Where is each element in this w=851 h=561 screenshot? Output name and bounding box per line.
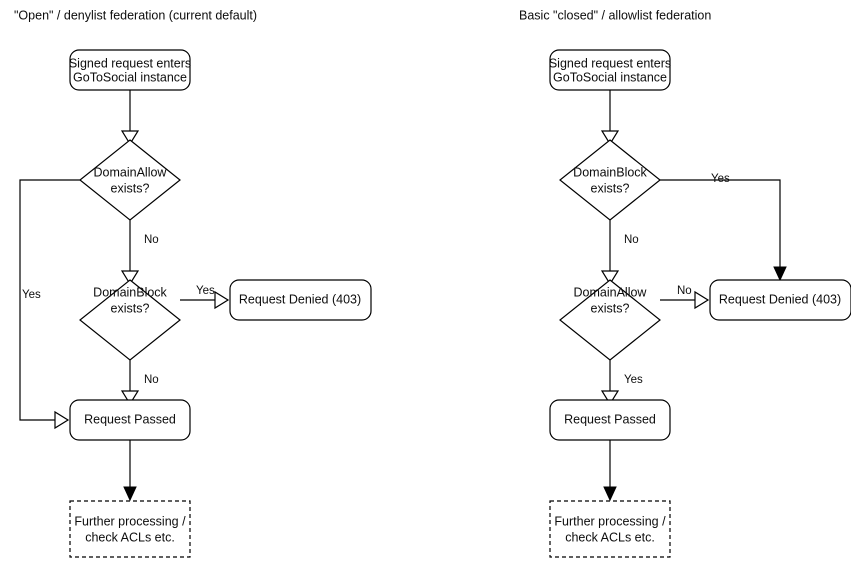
further-processing-left-line1: Further processing /: [74, 514, 186, 528]
further-processing-node-left: [69, 500, 191, 558]
arrowhead-domainallow-yes-right: [600, 390, 620, 406]
decision-domainblock-right: [559, 139, 661, 221]
further-processing-left-line2: check ACLs etc.: [85, 530, 175, 544]
decision-domainallow-left: [79, 139, 181, 221]
request-passed-label-left: Request Passed: [84, 412, 176, 426]
edge-domainblock-yes-right: [660, 179, 781, 271]
panel-open-denylist: "Open" / denylist federation (current de…: [14, 8, 372, 558]
arrowhead-domainblock-no-right: [600, 270, 620, 286]
arrowhead-entry-to-decision1-right: [600, 130, 620, 146]
request-denied-node-left: [229, 279, 372, 321]
panel-title-left: "Open" / denylist federation (current de…: [14, 8, 257, 22]
edge-label-domainallow-no-left: No: [144, 234, 159, 246]
entry-node-right-line2: GoToSocial instance: [553, 70, 667, 84]
request-denied-label-right: Request Denied (403): [719, 292, 841, 306]
arrowhead-domainblock-yes-right: [773, 266, 787, 282]
decision-domainallow-left-line2: exists?: [111, 181, 150, 195]
arrowhead-domainallow-yes-left: [54, 410, 70, 430]
edge-label-domainblock-yes-left: Yes: [196, 285, 215, 297]
arrowhead-domainallow-no-right: [694, 290, 710, 310]
edge-label-domainallow-no-right: No: [677, 285, 692, 297]
decision-domainblock-left-line1: DomainBlock: [93, 285, 167, 299]
edge-label-domainallow-yes-right: Yes: [624, 374, 643, 386]
decision-domainallow-right-line2: exists?: [591, 301, 630, 315]
edge-label-domainallow-yes-left: Yes: [22, 289, 41, 301]
entry-node-left-line2: GoToSocial instance: [73, 70, 187, 84]
request-denied-label-left: Request Denied (403): [239, 292, 361, 306]
entry-node-left-line1: Signed request enters: [69, 56, 191, 70]
arrowhead-passed-to-further-right: [603, 486, 617, 502]
edge-domainallow-yes-left: [19, 179, 80, 421]
entry-node-right-line1: Signed request enters: [549, 56, 671, 70]
request-denied-node-right: [709, 279, 851, 321]
panel-title-right: Basic "closed" / allowlist federation: [519, 8, 711, 22]
edge-label-domainblock-no-left: No: [144, 374, 159, 386]
arrowhead-passed-to-further-left: [123, 486, 137, 502]
edge-label-domainblock-yes-right: Yes: [711, 173, 730, 185]
arrowhead-domainblock-no-left: [120, 390, 140, 406]
further-processing-node-right: [549, 500, 671, 558]
decision-domainblock-right-line2: exists?: [591, 181, 630, 195]
panel-closed-allowlist: Basic "closed" / allowlist federation Si…: [519, 8, 851, 558]
decision-domainblock-left-line2: exists?: [111, 301, 150, 315]
arrowhead-domainallow-no-left: [120, 270, 140, 286]
request-passed-label-right: Request Passed: [564, 412, 656, 426]
arrowhead-domainblock-yes-left: [214, 290, 230, 310]
further-processing-right-line1: Further processing /: [554, 514, 666, 528]
decision-domainblock-right-line1: DomainBlock: [573, 165, 647, 179]
decision-domainallow-right-line1: DomainAllow: [574, 285, 648, 299]
decision-domainallow-left-line1: DomainAllow: [94, 165, 168, 179]
arrowhead-entry-to-decision1-left: [120, 130, 140, 146]
further-processing-right-line2: check ACLs etc.: [565, 530, 655, 544]
edge-label-domainblock-no-right: No: [624, 234, 639, 246]
